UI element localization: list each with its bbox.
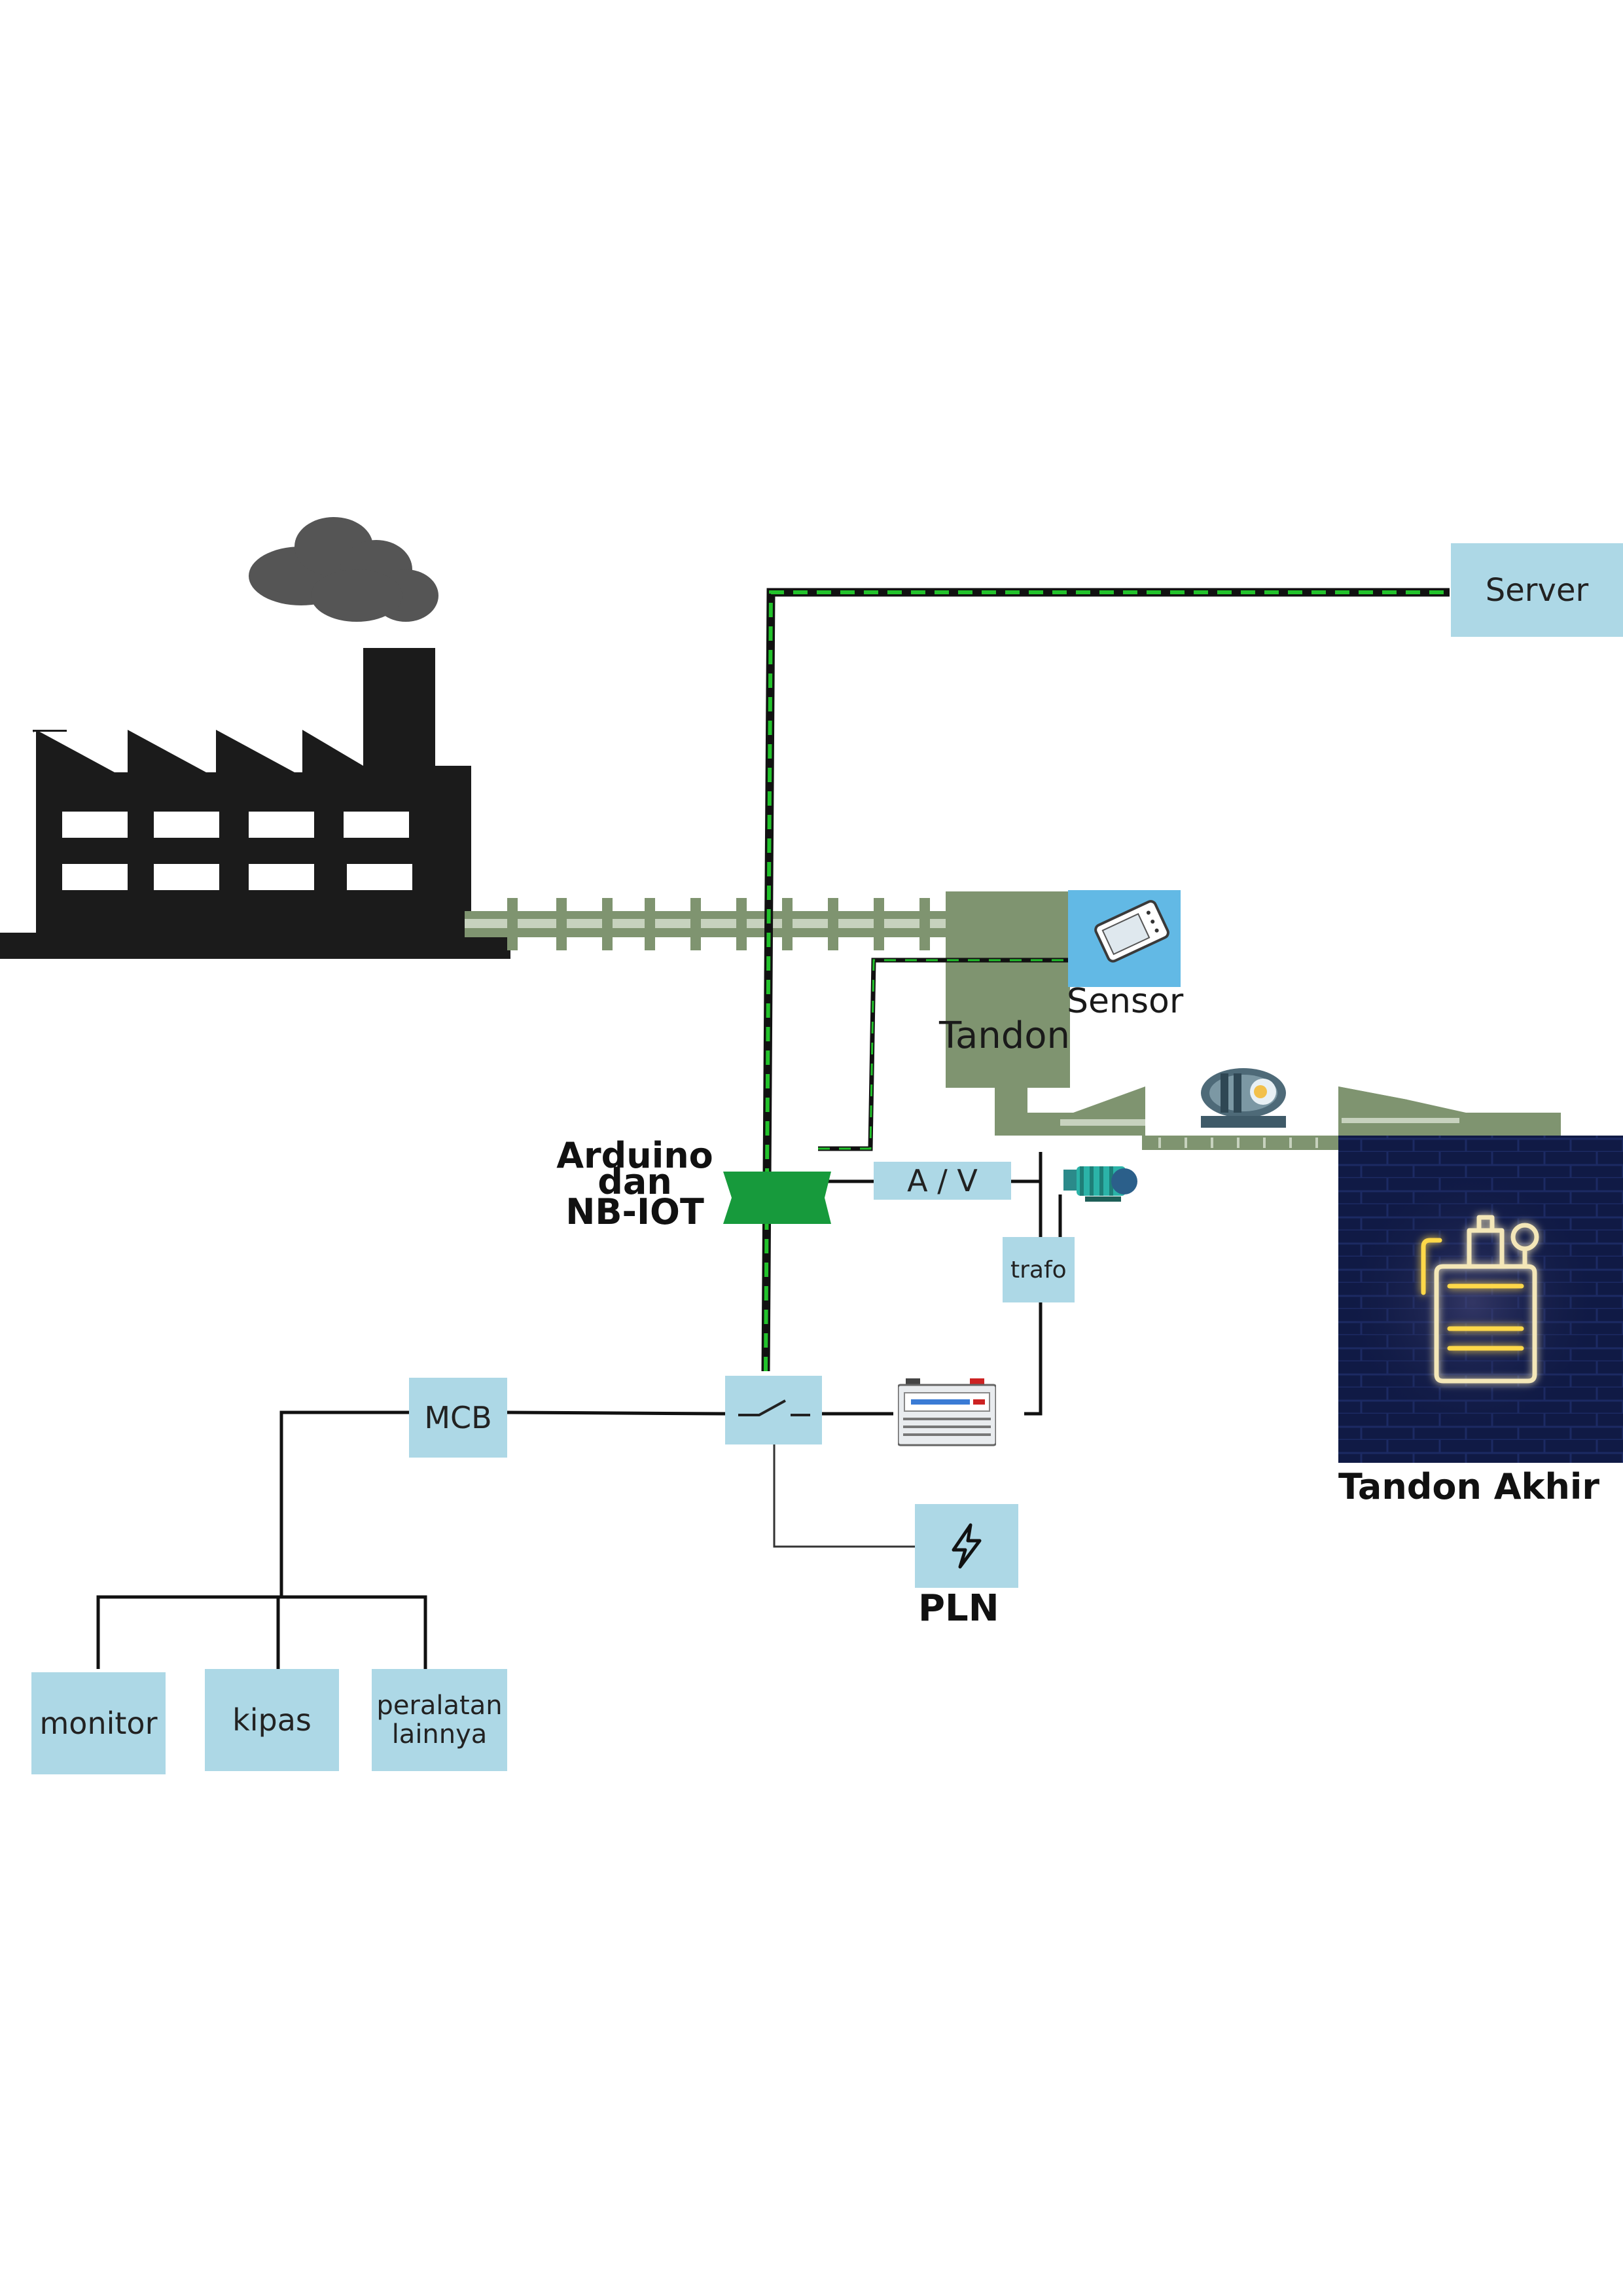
tandon-label: Tandon <box>939 1014 1071 1057</box>
av-box: A / V <box>874 1162 1011 1200</box>
server-box: Server <box>1451 543 1623 637</box>
smoke-cloud-icon <box>249 517 438 622</box>
arduino-label-3: NB-IOT <box>565 1191 704 1232</box>
server-label: Server <box>1485 571 1589 609</box>
mcb-box: MCB <box>409 1378 507 1458</box>
pln-box <box>915 1504 1018 1588</box>
battery-icon <box>897 1374 997 1446</box>
av-label: A / V <box>907 1163 978 1198</box>
pln-wire <box>773 1443 916 1548</box>
arduino-label-1: Arduino <box>556 1135 713 1176</box>
switch-box <box>725 1376 822 1444</box>
power-wires <box>96 1152 1062 1669</box>
pump-icon <box>1201 1068 1286 1128</box>
outlet-pipe <box>995 1083 1561 1150</box>
monitor-box: monitor <box>31 1672 166 1774</box>
mcb-label: MCB <box>424 1400 492 1435</box>
arduino-label: Arduino dan NB-IOT <box>543 1135 726 1232</box>
tandon-akhir-label: Tandon Akhir <box>1338 1466 1600 1507</box>
lightning-icon <box>952 1523 982 1569</box>
peralatan-label-1: peralatan <box>376 1691 503 1721</box>
switch-icon <box>738 1399 810 1416</box>
inlet-pipe <box>465 898 949 950</box>
electric-motor-icon <box>1063 1166 1137 1202</box>
neon-tank-icon <box>1338 1136 1623 1463</box>
trafo-label: trafo <box>1010 1256 1067 1283</box>
arduino-board <box>723 1172 831 1224</box>
pln-label: PLN <box>918 1587 999 1630</box>
kipas-box: kipas <box>205 1669 339 1771</box>
peralatan-box: peralatan lainnya <box>372 1669 507 1771</box>
monitor-label: monitor <box>39 1706 158 1741</box>
network-line <box>761 588 1450 1372</box>
sensor-label: Sensor <box>1067 982 1184 1021</box>
arduino-label-2: dan <box>597 1161 672 1202</box>
tandon-tank <box>946 891 1070 1088</box>
trafo-box: trafo <box>1003 1237 1075 1302</box>
kipas-label: kipas <box>232 1702 312 1738</box>
peralatan-label-2: lainnya <box>391 1719 488 1749</box>
sensor-device-icon <box>1068 890 1181 987</box>
factory-icon <box>0 648 510 959</box>
